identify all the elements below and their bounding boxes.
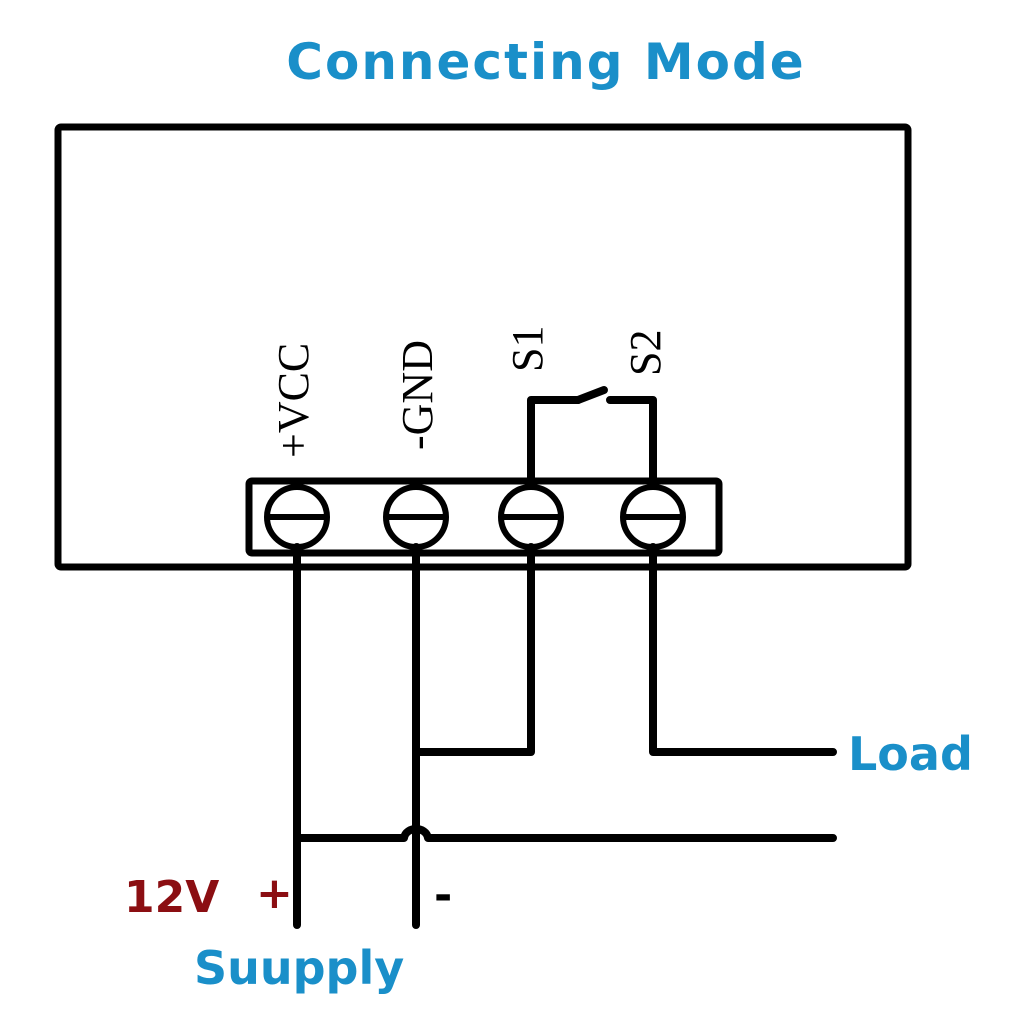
supply-name-label: Suupply xyxy=(194,941,404,995)
screw-terminal-vcc-icon xyxy=(264,484,330,550)
diagram-title: Connecting Mode xyxy=(286,33,805,91)
supply-minus-label: - xyxy=(434,870,452,921)
screw-terminal-s1-icon xyxy=(498,484,564,550)
wire-vcc-branch xyxy=(293,825,837,842)
terminal-label-s2: S2 xyxy=(621,330,670,376)
load-label: Load xyxy=(848,727,973,781)
terminal-block xyxy=(245,477,723,557)
screw-terminal-s2-icon xyxy=(620,484,686,550)
screw-terminal-gnd-icon xyxy=(383,484,449,550)
switch-open-icon xyxy=(527,386,657,486)
supply-voltage-label: 12V xyxy=(124,872,219,923)
module-enclosure xyxy=(54,123,912,571)
wire-s1-to-gnd xyxy=(412,543,535,756)
terminal-label-vcc: +VCC xyxy=(269,343,318,458)
terminal-label-s1: S1 xyxy=(503,326,552,372)
supply-plus-label: + xyxy=(256,868,293,919)
terminal-label-gnd: -GND xyxy=(393,340,442,450)
wire-s2-to-load xyxy=(649,543,837,756)
